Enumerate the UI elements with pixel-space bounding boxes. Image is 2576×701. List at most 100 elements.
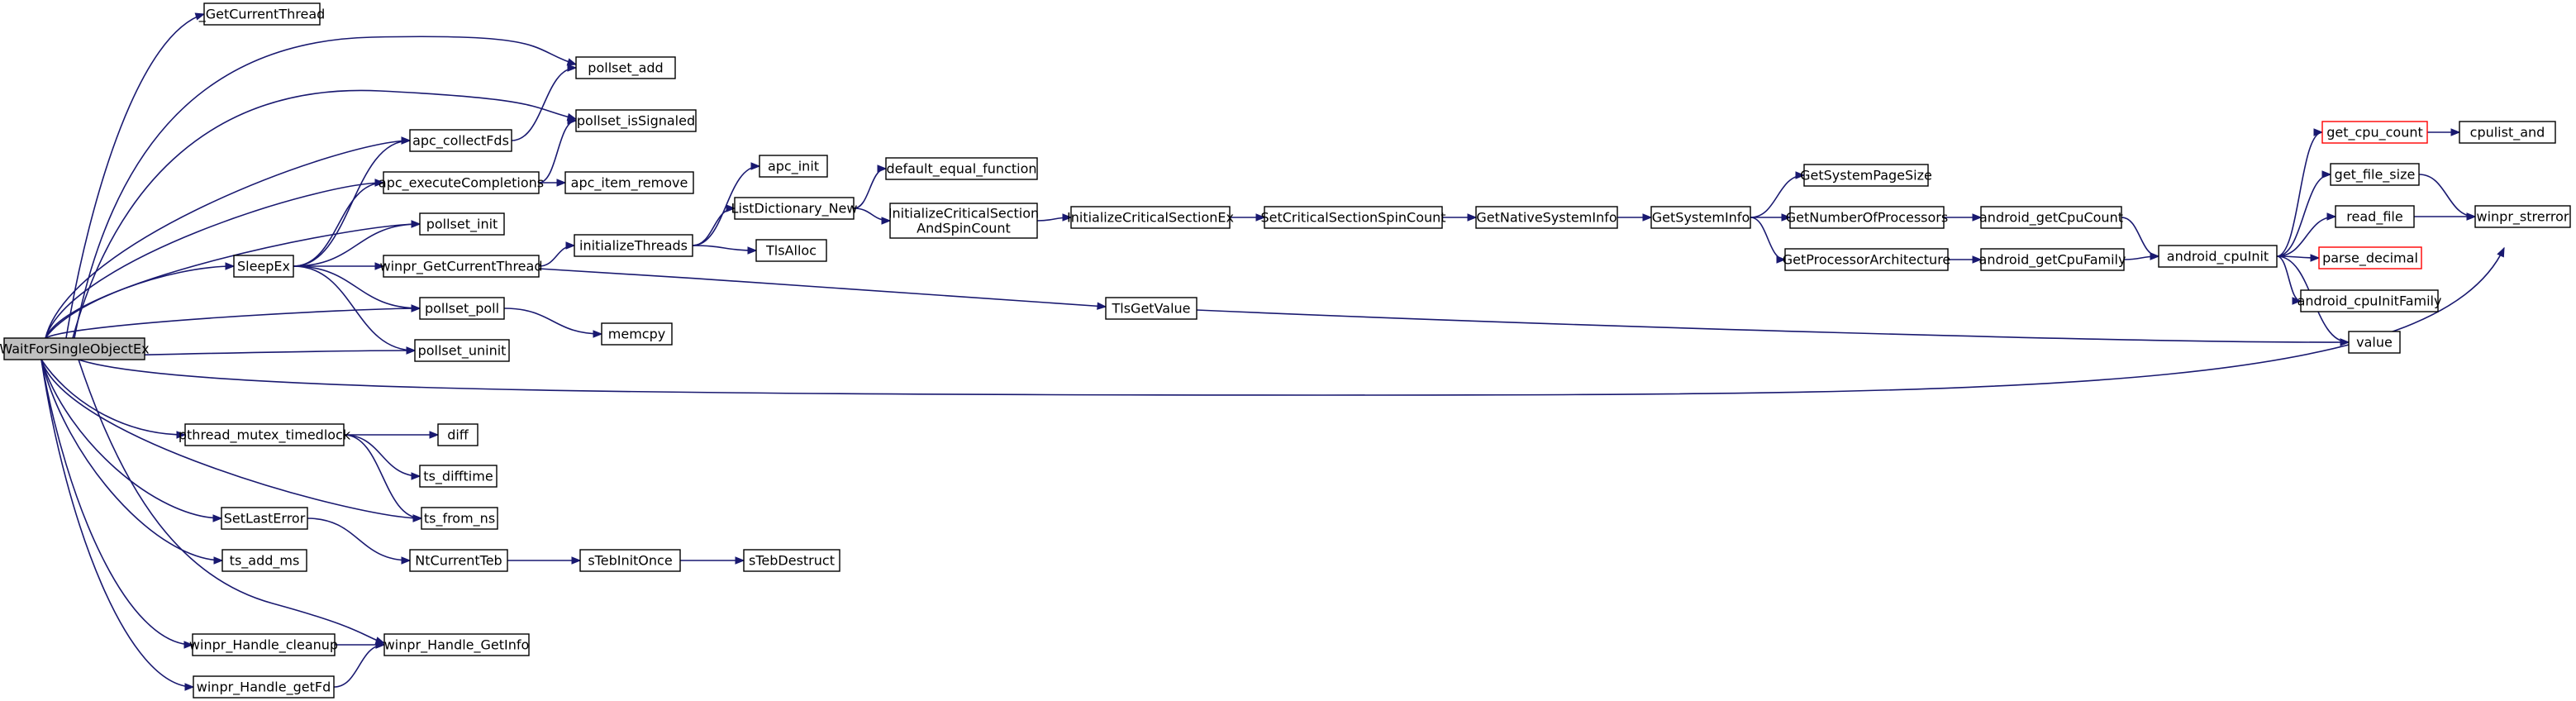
- node-and-cpucount[interactable]: android_getCpuCount: [1979, 206, 2123, 229]
- node-box: [889, 203, 1038, 239]
- edge-root-to-handle-cleanup: [40, 359, 194, 649]
- edge-root-to-handle-getinfo: [78, 359, 386, 645]
- node-getnumproc[interactable]: GetNumberOfProcessors: [1786, 206, 1948, 229]
- node-mutex-timedlock[interactable]: pthread_mutex_timedlock: [179, 423, 351, 446]
- node-box: [221, 507, 308, 530]
- edge-listdict-new-to-default-equal: [853, 165, 888, 209]
- node-box: [2474, 205, 2571, 228]
- node-label: android_getCpuCount: [1979, 210, 2123, 227]
- edge-setlasterror-to-ntcurrentteb: [307, 517, 412, 565]
- node-getpagesize[interactable]: GetSystemPageSize: [1800, 164, 1932, 187]
- node-default-equal[interactable]: default_equal_function: [885, 157, 1038, 180]
- node-apc-init[interactable]: apc_init: [759, 155, 828, 178]
- edge-and-cpuinit-to-get-file-size: [2276, 170, 2332, 257]
- node-getcurthread[interactable]: _GetCurrentThread: [198, 2, 326, 26]
- node-parse-decimal[interactable]: parse_decimal: [2318, 246, 2422, 269]
- edge-and-cpucount-to-and-cpuinit: [2121, 217, 2160, 260]
- node-getsysinfo[interactable]: GetSystemInfo: [1650, 206, 1751, 229]
- node-label: InitializeCriticalSectionEx: [1067, 210, 1234, 226]
- node-cpulist-and[interactable]: cpulist_and: [2459, 121, 2556, 144]
- edge-and-cpuinit-to-and-cpuinitfamily: [2276, 255, 2302, 305]
- edge-setcs-spin-to-getnative: [1442, 213, 1478, 222]
- node-pollset-issignaled[interactable]: pollset_isSignaled: [575, 109, 697, 132]
- node-memcpy[interactable]: memcpy: [601, 322, 673, 346]
- node-winpr-strerror[interactable]: winpr_strerror: [2474, 205, 2571, 228]
- edge-sleepex-to-pollset-poll: [293, 265, 421, 312]
- edge-root-to-winpr-strerror: [78, 246, 2505, 396]
- node-stebinitonce[interactable]: sTebInitOnce: [579, 549, 681, 572]
- node-listdict-new[interactable]: ListDictionary_New: [731, 197, 858, 220]
- node-box: [2318, 246, 2422, 269]
- edge-sleepex-to-pollset-init: [293, 220, 421, 267]
- node-tlsgetvalue[interactable]: TlsGetValue: [1105, 297, 1198, 320]
- node-box: [421, 507, 498, 530]
- node-read-file[interactable]: read_file: [2335, 205, 2415, 228]
- edge-root-to-pollset-add: [74, 36, 578, 339]
- node-box: [2158, 245, 2278, 268]
- edges-layer: [40, 12, 2505, 691]
- node-pollset-add[interactable]: pollset_add: [575, 56, 676, 79]
- node-ntcurrentteb[interactable]: NtCurrentTeb: [409, 549, 508, 572]
- node-box: [1980, 206, 2122, 229]
- node-getprocarch[interactable]: GetProcessorArchitecture: [1783, 248, 1951, 271]
- edge-handle-getfd-to-handle-getinfo: [333, 641, 386, 688]
- node-label: sTebDestruct: [749, 553, 835, 569]
- node-root[interactable]: WaitForSingleObjectEx: [0, 337, 150, 360]
- node-pollset-uninit[interactable]: pollset_uninit: [414, 339, 510, 362]
- node-box: [2348, 331, 2401, 354]
- node-box: [885, 157, 1038, 180]
- node-setlasterror[interactable]: SetLastError: [221, 507, 308, 530]
- node-label: pollset_init: [426, 217, 498, 233]
- node-box: [3, 337, 145, 360]
- node-stebdestruct[interactable]: sTebDestruct: [743, 549, 840, 572]
- node-label: apc_collectFds: [412, 133, 509, 150]
- node-apc-collectfds[interactable]: apc_collectFds: [409, 129, 512, 152]
- node-get-cpu-count[interactable]: get_cpu_count: [2321, 121, 2428, 144]
- node-label: default_equal_function: [886, 161, 1036, 178]
- node-label: NtCurrentTeb: [415, 553, 502, 569]
- edge-mutex-timedlock-to-diff: [344, 431, 440, 439]
- node-handle-getinfo[interactable]: winpr_Handle_GetInfo: [383, 633, 530, 656]
- node-label: ts_difftime: [423, 469, 493, 485]
- node-sleepex[interactable]: SleepEx: [233, 255, 294, 278]
- node-handle-getfd[interactable]: winpr_Handle_getFd: [193, 675, 335, 699]
- node-diff[interactable]: diff: [437, 423, 479, 446]
- node-value[interactable]: value: [2348, 331, 2401, 354]
- node-label: initializeThreads: [579, 238, 688, 254]
- node-setcs-spin[interactable]: SetCriticalSectionSpinCount: [1260, 206, 1446, 229]
- node-box: [1789, 206, 1945, 229]
- node-and-cpuinitfamily[interactable]: android_cpuInitFamily: [2297, 289, 2442, 312]
- node-label: GetProcessorArchitecture: [1783, 252, 1951, 268]
- node-label: apc_init: [768, 159, 819, 175]
- edge-getnumproc-to-and-cpucount: [1944, 213, 1983, 222]
- node-ts-from-ns[interactable]: ts_from_ns: [421, 507, 498, 530]
- node-pollset-init[interactable]: pollset_init: [419, 212, 505, 236]
- node-box: [2300, 289, 2439, 312]
- node-ts-add-ms[interactable]: ts_add_ms: [221, 549, 307, 572]
- node-apc-execcompl[interactable]: apc_executeCompletions: [379, 171, 544, 194]
- node-and-cpuinit[interactable]: android_cpuInit: [2158, 245, 2278, 268]
- node-initthreads[interactable]: initializeThreads: [574, 234, 693, 257]
- node-apc-item-remove[interactable]: apc_item_remove: [564, 171, 694, 194]
- node-winpr-getcurthread[interactable]: winpr_GetCurrentThread: [380, 255, 543, 278]
- node-label: android_cpuInitFamily: [2297, 293, 2442, 310]
- node-pollset-poll[interactable]: pollset_poll: [419, 297, 505, 320]
- node-tlsalloc[interactable]: TlsAlloc: [755, 239, 827, 262]
- node-and-cpufamily[interactable]: android_getCpuFamily: [1979, 248, 2126, 271]
- node-label: get_cpu_count: [2326, 125, 2423, 141]
- node-box: [437, 423, 479, 446]
- edge-initcs-ex-to-setcs-spin: [1230, 213, 1266, 222]
- node-label: apc_executeCompletions: [379, 175, 544, 192]
- node-label: GetSystemInfo: [1652, 210, 1750, 226]
- node-getnative[interactable]: GetNativeSystemInfo: [1475, 206, 1618, 229]
- node-get-file-size[interactable]: get_file_size: [2330, 163, 2420, 186]
- node-initcs-ex[interactable]: InitializeCriticalSectionEx: [1067, 206, 1234, 229]
- node-label: TlsAlloc: [765, 243, 817, 259]
- node-ts-difftime[interactable]: ts_difftime: [419, 465, 498, 488]
- node-handle-cleanup[interactable]: winpr_Handle_cleanup: [189, 633, 338, 656]
- node-label: TlsGetValue: [1111, 301, 1190, 317]
- node-box: [743, 549, 840, 572]
- node-label: cpulist_and: [2470, 125, 2545, 141]
